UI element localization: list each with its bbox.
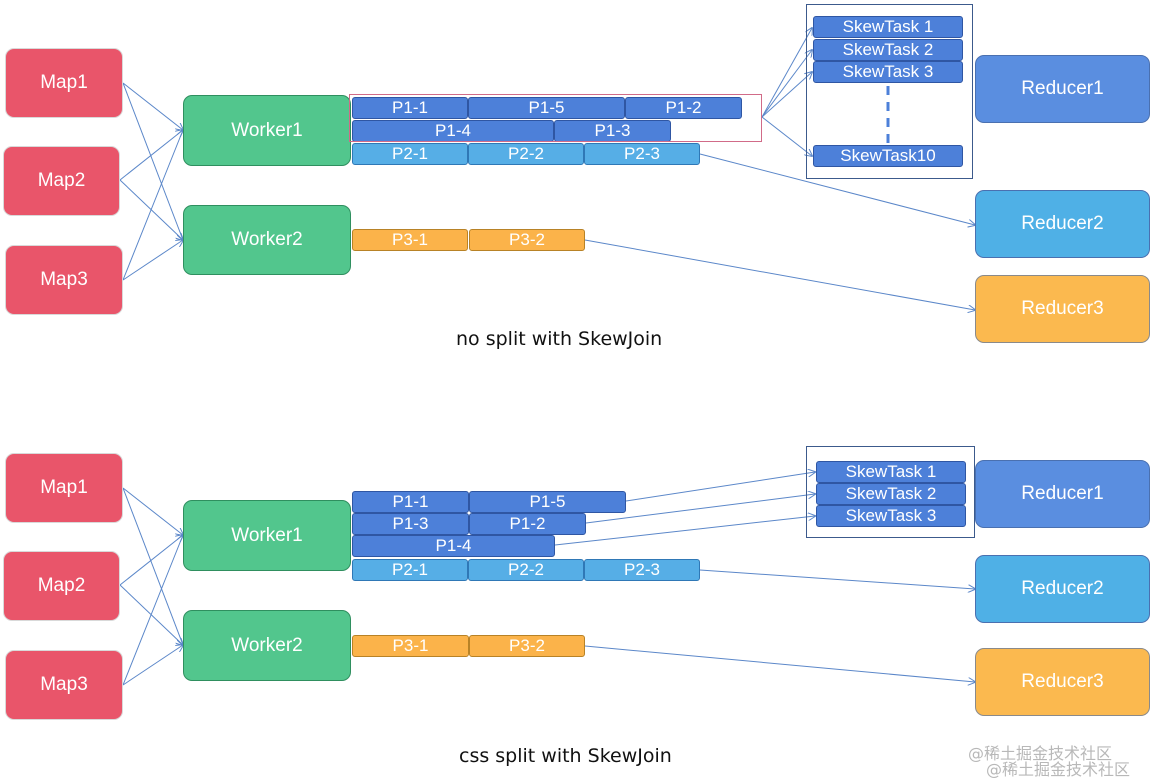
partition-p3-1: P3-1 [352, 229, 468, 251]
edge-map1-worker1 [122, 82, 183, 130]
partition-p1-2: P1-2 [625, 97, 742, 119]
bottom-diagram-caption: css split with SkewJoin [459, 745, 672, 767]
edge-p1-skew10 [761, 116, 812, 156]
edge-map3-worker2 [122, 240, 183, 281]
partition-p1-1-b: P1-1 [352, 491, 469, 513]
worker1-node-b: Worker1 [183, 500, 351, 571]
edge-map1-worker2-b [122, 487, 183, 645]
partition-p1-3: P1-3 [554, 120, 671, 142]
map2-node-b: Map2 [3, 551, 120, 621]
partition-p3-1-b: P3-1 [352, 635, 469, 657]
partition-p1-2-b: P1-2 [469, 513, 586, 535]
skew-task-3-b: SkewTask 3 [816, 505, 966, 527]
worker2-node: Worker2 [183, 205, 351, 275]
partition-p2-2: P2-2 [468, 143, 584, 165]
edge-map3-worker1 [122, 130, 183, 281]
map1-node: Map1 [5, 48, 123, 118]
reducer2-node-b: Reducer2 [975, 555, 1150, 623]
skew-task-group [806, 4, 973, 179]
edge-p12-skew2 [585, 494, 815, 524]
edge-p3-reducer3 [584, 239, 975, 310]
edge-map2-worker1-b [119, 535, 183, 586]
edge-p2-reducer2-b [699, 569, 975, 589]
partition-p1-1: P1-1 [352, 97, 468, 119]
edge-p3-reducer3-b [584, 645, 975, 682]
map3-node: Map3 [5, 245, 123, 315]
reducer3-node-b: Reducer3 [975, 648, 1150, 716]
edge-map2-worker1 [119, 130, 183, 181]
edge-p1-skew3 [761, 72, 812, 118]
edge-map3-worker2-b [122, 645, 183, 686]
edge-map1-worker2 [122, 82, 183, 240]
reducer1-node-b: Reducer1 [975, 460, 1150, 528]
skew-task-2: SkewTask 2 [813, 39, 963, 61]
map3-node-b: Map3 [5, 650, 123, 720]
partition-p2-1: P2-1 [352, 143, 468, 165]
reducer2-node: Reducer2 [975, 190, 1150, 258]
skew-task-10: SkewTask10 [813, 145, 963, 167]
partition-p1-3-b: P1-3 [352, 513, 469, 535]
watermark-text: @稀土掘金技术社区 [968, 744, 1113, 763]
skew-task-1: SkewTask 1 [813, 16, 963, 38]
partition-p1-5: P1-5 [468, 97, 625, 119]
worker2-node-b: Worker2 [183, 610, 351, 681]
skew-task-2-b: SkewTask 2 [816, 483, 966, 505]
edge-p1-skew1 [761, 28, 812, 118]
partition-p2-3: P2-3 [584, 143, 700, 165]
skew-task-3: SkewTask 3 [813, 61, 963, 83]
worker1-node: Worker1 [183, 95, 351, 166]
edge-p2-reducer2 [699, 153, 975, 225]
map1-node-b: Map1 [5, 453, 123, 523]
partition-p1-5-b: P1-5 [469, 491, 626, 513]
edge-p14-skew3 [554, 516, 815, 546]
partition-p1-4-b: P1-4 [352, 535, 555, 557]
top-diagram-caption: no split with SkewJoin [456, 328, 663, 350]
skew-task-group-b [806, 446, 975, 538]
watermark-text-shadow: @稀土掘金技术社区 [986, 760, 1131, 779]
partition-p3-2: P3-2 [469, 229, 585, 251]
partition-p3-2-b: P3-2 [469, 635, 585, 657]
partition-p2-2-b: P2-2 [468, 559, 584, 581]
edge-p15-skew1 [625, 472, 815, 502]
reducer1-node: Reducer1 [975, 55, 1150, 123]
reducer3-node: Reducer3 [975, 275, 1150, 343]
edge-map1-worker1-b [122, 487, 183, 535]
partition-p2-3-b: P2-3 [584, 559, 700, 581]
partition-p2-1-b: P2-1 [352, 559, 468, 581]
edge-p1-skew2 [761, 50, 812, 118]
skew-task-1-b: SkewTask 1 [816, 461, 966, 483]
skewed-partition-highlight [349, 94, 762, 142]
edge-map3-worker1-b [122, 535, 183, 686]
map2-node: Map2 [3, 146, 120, 216]
